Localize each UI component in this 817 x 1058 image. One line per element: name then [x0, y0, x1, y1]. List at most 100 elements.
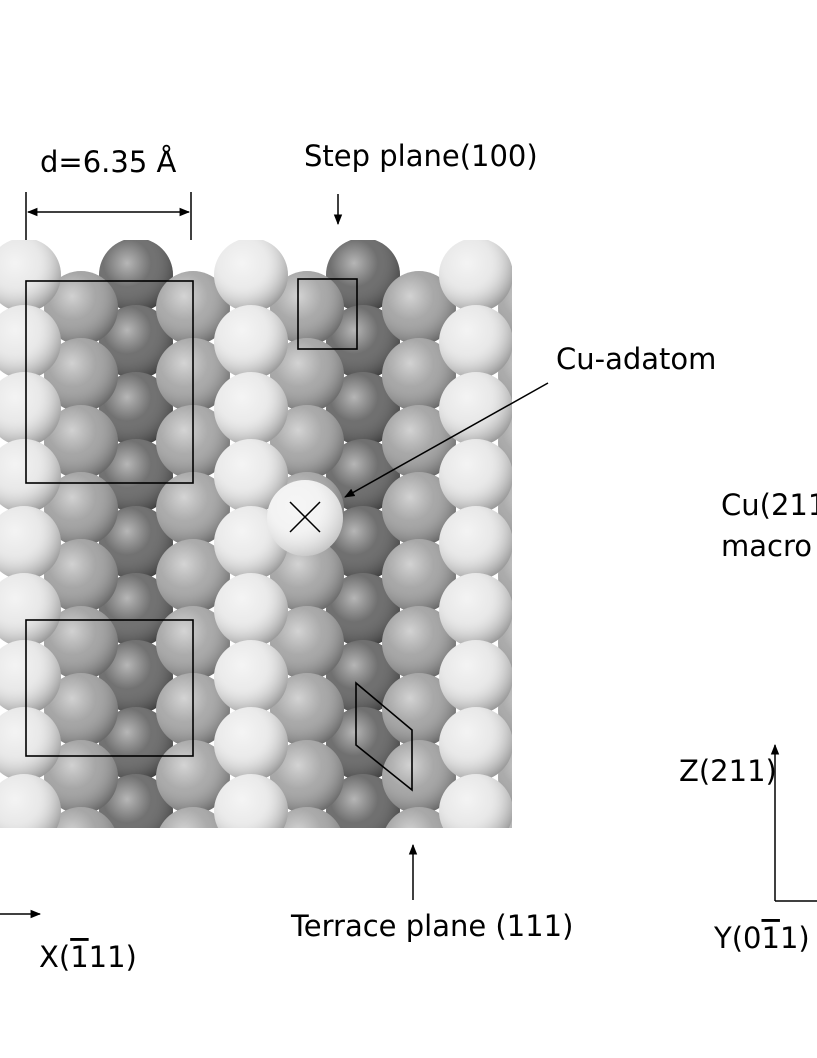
- atom-sphere-shade: [553, 439, 627, 513]
- atom-sphere-shade: [99, 506, 173, 580]
- atom-sphere-shade: [99, 841, 173, 915]
- atom-sphere-shade: [99, 372, 173, 446]
- atom-sphere-shade: [553, 372, 627, 446]
- atom-sphere-shade: [326, 640, 400, 714]
- atom-sphere-shade: [382, 405, 456, 479]
- atom-sphere-shade: [44, 405, 118, 479]
- atom-sphere-shade: [553, 774, 627, 848]
- adatom-arrow: [344, 382, 549, 498]
- atom-sphere-shade: [44, 539, 118, 613]
- atom-sphere-shade: [0, 707, 61, 781]
- atom-sphere-shade: [382, 539, 456, 613]
- atom-sphere-shade: [553, 841, 627, 915]
- atom-sphere-shade: [439, 439, 512, 513]
- atom-sphere: [553, 506, 627, 580]
- atom-sphere-shade: [326, 240, 400, 312]
- atom-sphere-shade: [99, 573, 173, 647]
- atom-sphere-shade: [214, 841, 288, 915]
- atom-sphere-shade: [214, 774, 288, 828]
- unit-cell-upper: [25, 280, 194, 484]
- surface-label-line1: Cu(211: [721, 488, 817, 522]
- unit-cell-lower: [25, 619, 194, 757]
- atom-sphere-shade: [156, 539, 230, 613]
- atom-sphere-shade: [156, 874, 230, 948]
- atom-sphere: [156, 874, 230, 948]
- unit-cells: [25, 278, 413, 792]
- atom-sphere-shade: [270, 338, 344, 412]
- atom-sphere-shade: [156, 740, 230, 814]
- terrace-plane-annotation: Terrace plane (111): [290, 843, 573, 943]
- atom-sphere-shade: [270, 740, 344, 814]
- atom-sphere-shade: [439, 707, 512, 781]
- terrace-plane-label: Terrace plane (111): [290, 909, 573, 943]
- atom-sphere-shade: [44, 874, 118, 948]
- atom-sphere-shade: [0, 640, 61, 714]
- x-axis-indicator: X(111): [0, 909, 137, 974]
- atom-sphere-shade: [44, 472, 118, 546]
- atom-sphere-shade: [214, 240, 288, 312]
- atom-sphere-shade: [99, 640, 173, 714]
- cu-adatom: [267, 480, 343, 556]
- step-plane-label: Step plane(100): [304, 139, 538, 173]
- atom-sphere: [439, 841, 513, 915]
- atom-sphere-shade: [439, 573, 512, 647]
- atom-sphere-shade: [270, 539, 344, 613]
- atom-sphere-shade: [44, 271, 118, 345]
- y-axis-label: Y(011): [713, 921, 810, 955]
- atom-sphere-shade: [439, 240, 512, 312]
- atom-sphere-shade: [385, 807, 453, 828]
- adatom-label: Cu-adatom: [556, 342, 716, 376]
- atom-sphere: [553, 841, 627, 915]
- atom-sphere-shade: [214, 305, 288, 379]
- surface-label-line2: macro: [721, 529, 812, 563]
- atom-sphere-shade: [99, 707, 173, 781]
- atom-sphere-shade: [44, 673, 118, 747]
- step-cell-square: [297, 278, 358, 350]
- atom-sphere-shade: [382, 338, 456, 412]
- atom-sphere-shade: [214, 439, 288, 513]
- atom-sphere-shade: [270, 271, 344, 345]
- atom-sphere: [326, 841, 400, 915]
- atom-sphere-shade: [553, 238, 627, 312]
- atom-sphere: [553, 372, 627, 446]
- atom-slab: [0, 238, 627, 948]
- atom-sphere-shade: [326, 707, 400, 781]
- z-axis-label: Z(211): [679, 754, 777, 788]
- atom-sphere-shade: [553, 573, 627, 647]
- atom-sphere: [553, 439, 627, 513]
- atom-sphere: [214, 841, 288, 915]
- atom-sphere-shade: [553, 506, 627, 580]
- atom-sphere: [553, 707, 627, 781]
- atom-sphere-shade: [273, 807, 341, 828]
- atom-sphere-shade: [99, 240, 173, 312]
- atom-sphere-shade: [0, 240, 61, 312]
- atom-sphere-shade: [44, 606, 118, 680]
- atom-sphere: [553, 774, 627, 848]
- atom-sphere-shade: [156, 472, 230, 546]
- atom-sphere-shade: [44, 338, 118, 412]
- atom-sphere-shade: [270, 606, 344, 680]
- atom-sphere-shade: [270, 405, 344, 479]
- atom-sphere: [553, 640, 627, 714]
- x-axis-label: X(111): [39, 940, 137, 974]
- atom-sphere-shade: [439, 305, 512, 379]
- atom-sphere-shade: [382, 271, 456, 345]
- atom-sphere-shade: [0, 506, 61, 580]
- adatom-annotation: Cu-adatom: [344, 342, 716, 498]
- atom-sphere-shade: [326, 841, 400, 915]
- atom-sphere-shade: [99, 305, 173, 379]
- atom-sphere-shade: [382, 606, 456, 680]
- atom-sphere-shade: [326, 506, 400, 580]
- atom-sphere-shade: [439, 841, 513, 915]
- atom-sphere-shade: [439, 640, 512, 714]
- atom-sphere-shade: [382, 673, 456, 747]
- atom-sphere-shade: [214, 372, 288, 446]
- atom-sphere-shade: [439, 506, 512, 580]
- atom-sphere-shade: [0, 372, 61, 446]
- spacing-dimension: d=6.35 Å: [25, 145, 192, 240]
- atom-sphere-shade: [99, 439, 173, 513]
- atom-sphere-shade: [214, 640, 288, 714]
- atom-sphere-shade: [270, 673, 344, 747]
- step-plane-annotation: Step plane(100): [304, 139, 538, 226]
- atom-sphere-shade: [326, 774, 400, 828]
